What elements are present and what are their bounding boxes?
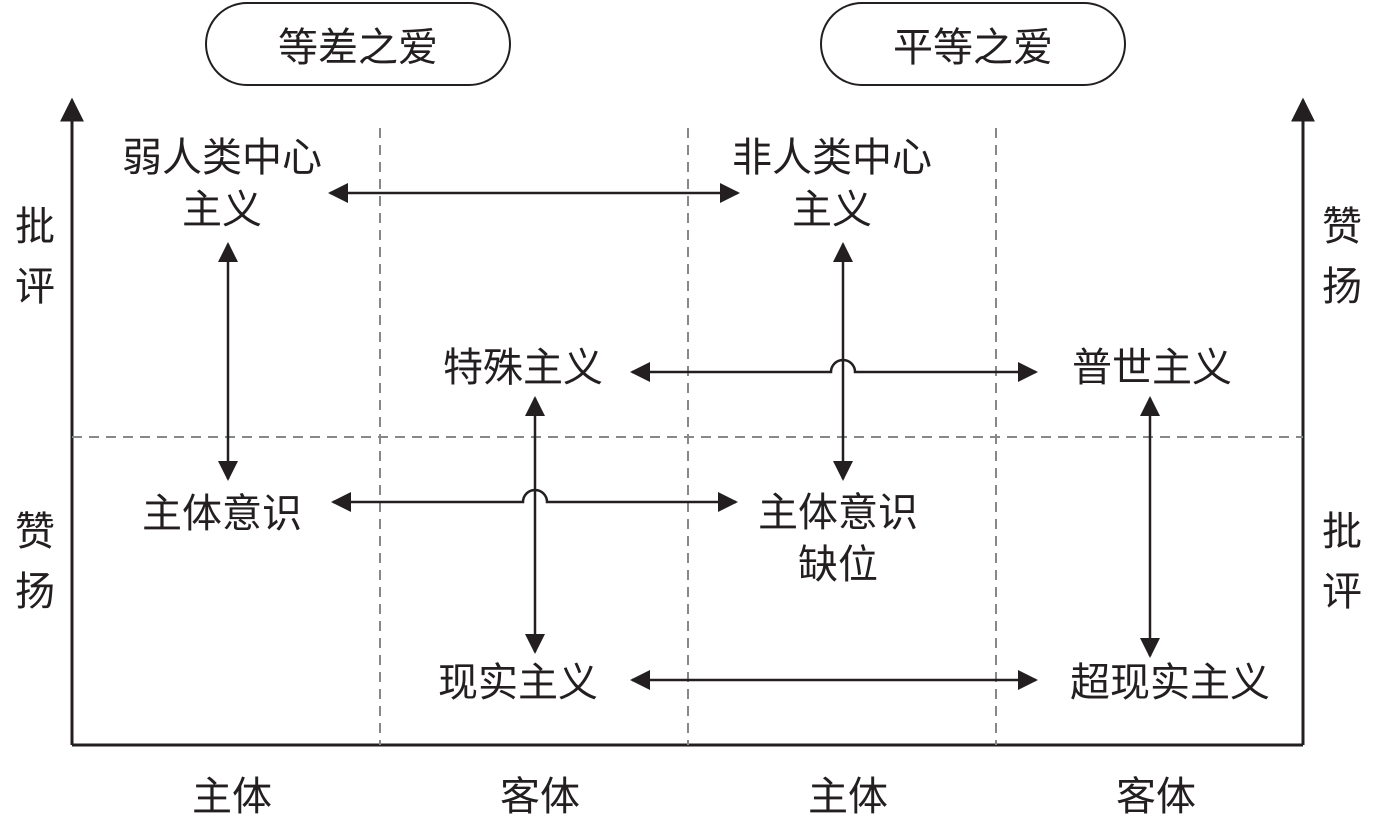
- badge-unequal-love: 等差之爱: [205, 2, 511, 86]
- x-category-4: 客体: [1116, 774, 1196, 820]
- badge-equal-love-label: 平等之爱: [893, 25, 1053, 71]
- node-subject-consciousness-absent: 主体意识 缺位: [758, 490, 918, 588]
- node-weak-anthropocentrism: 弱人类中心 主义: [122, 135, 322, 233]
- node-realism: 现实主义: [438, 660, 598, 706]
- left-axis-bottom-label: 赞 扬: [15, 509, 55, 615]
- connector-subject-consciousness: [331, 488, 738, 512]
- x-category-1: 主体: [192, 774, 272, 820]
- node-surrealism: 超现实主义: [1070, 660, 1270, 706]
- node-non-anthropocentrism: 非人类中心 主义: [732, 135, 932, 233]
- right-axis-top-label: 赞 扬: [1322, 204, 1362, 310]
- connector-particularism-universalism: [630, 358, 1038, 382]
- right-axis-bottom-label: 批 评: [1322, 509, 1362, 615]
- badge-unequal-love-label: 等差之爱: [278, 25, 438, 71]
- left-axis-top-label: 批 评: [15, 204, 55, 310]
- badge-equal-love: 平等之爱: [820, 2, 1126, 86]
- node-particularism: 特殊主义: [443, 345, 603, 391]
- node-universalism: 普世主义: [1072, 345, 1232, 391]
- node-subject-consciousness: 主体意识: [142, 491, 302, 537]
- x-category-3: 主体: [808, 774, 888, 820]
- x-category-2: 客体: [500, 774, 580, 820]
